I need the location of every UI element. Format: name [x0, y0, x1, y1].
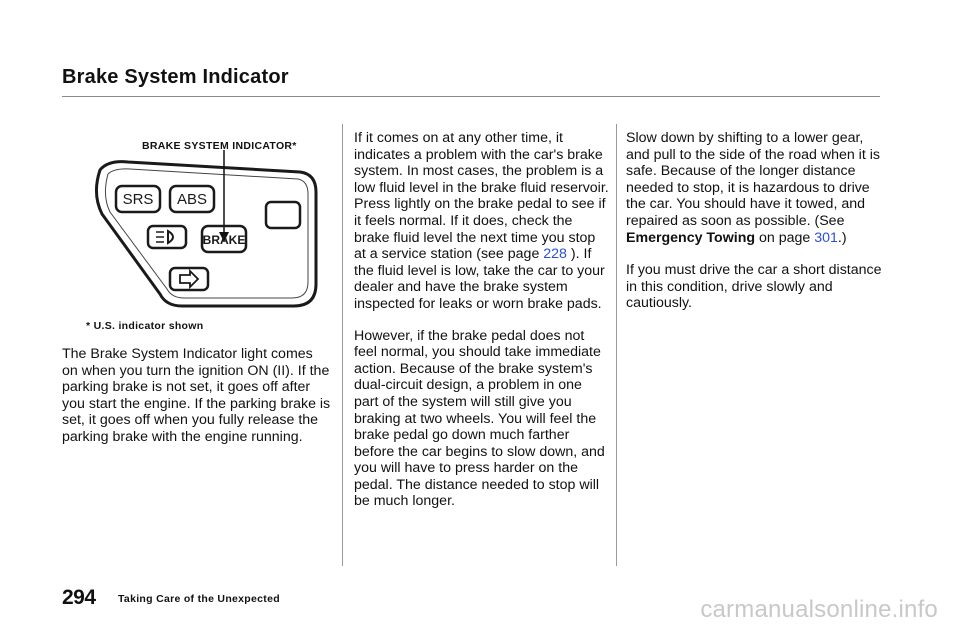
headlight-icon [146, 224, 188, 250]
intro-paragraph: The Brake System Indicator light comes o… [62, 346, 331, 445]
panel-inner-outline [104, 168, 309, 299]
title-rule [62, 96, 880, 97]
drive-short-distance-paragraph: If you must drive the car a short distan… [626, 262, 882, 312]
watermark: carmanualsonline.info [700, 596, 938, 623]
abs-button: ABS [168, 184, 216, 214]
column-divider-2 [616, 124, 617, 566]
leader-arrowhead [219, 232, 229, 242]
figure-footnote: * U.S. indicator shown [86, 320, 204, 332]
pedal-not-normal-paragraph: However, if the brake pedal does not fee… [354, 327, 605, 510]
column-1: The Brake System Indicator light comes o… [62, 346, 332, 446]
page-title: Brake System Indicator [62, 66, 289, 88]
section-name: Taking Care of the Unexpected [118, 593, 280, 605]
page-number: 294 [62, 586, 96, 609]
blank-button [264, 200, 302, 230]
column-divider-1 [342, 124, 343, 566]
srs-button-label: SRS [123, 191, 154, 208]
panel-outline [95, 160, 318, 308]
figure-label: BRAKE SYSTEM INDICATOR* [142, 140, 297, 152]
brake-button: BRAKE [200, 224, 248, 254]
slow-down-paragraph: Slow down by shifting to a lower gear, a… [626, 130, 880, 246]
srs-button: SRS [114, 184, 162, 214]
other-time-paragraph: If it comes on at any other time, it ind… [354, 130, 609, 312]
abs-button-label: ABS [177, 191, 207, 208]
instrument-panel-illustration: SRS ABS BRAKE [95, 150, 318, 308]
turn-signal-icon [168, 266, 210, 292]
emergency-towing-ref: Emergency Towing [626, 229, 756, 246]
column-2: If it comes on at any other time, it ind… [354, 130, 610, 510]
page-link-228[interactable]: 228 [543, 246, 567, 263]
page-link-301[interactable]: 301 [814, 229, 838, 246]
brake-button-label: BRAKE [203, 233, 246, 247]
column-3: Slow down by shifting to a lower gear, a… [626, 130, 886, 312]
